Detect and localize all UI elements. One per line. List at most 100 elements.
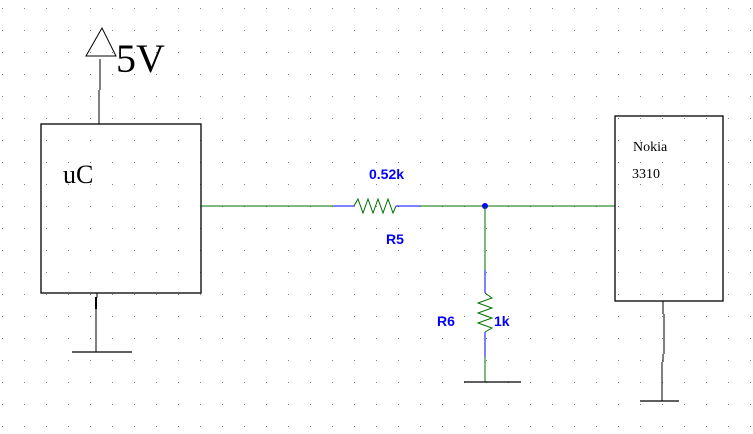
grid-dot [354, 140, 355, 141]
grid-dot [508, 272, 509, 273]
grid-dot [596, 140, 597, 141]
grid-dot [640, 8, 641, 9]
grid-dot [420, 382, 421, 383]
resistor-r5[interactable]: 0.52k R5 [353, 166, 404, 247]
grid-dot [508, 162, 509, 163]
grid-dot [310, 272, 311, 273]
grid-dot [508, 338, 509, 339]
grid-dot [266, 250, 267, 251]
grid-dot [640, 96, 641, 97]
grid-dot [552, 404, 553, 405]
grid-dot [112, 206, 113, 207]
grid-dot [464, 96, 465, 97]
power-symbol[interactable]: 5V [85, 26, 165, 124]
grid-dot [596, 74, 597, 75]
grid-dot [640, 250, 641, 251]
grid-dot [178, 118, 179, 119]
grid-dot [442, 294, 443, 295]
grid-dot [178, 382, 179, 383]
grid-dot [310, 338, 311, 339]
grid-dot [640, 206, 641, 207]
grid-dot [156, 184, 157, 185]
grid-dot [200, 96, 201, 97]
grid-dot [596, 184, 597, 185]
uc-ground[interactable] [72, 293, 132, 353]
grid-dot [222, 338, 223, 339]
grid-dot [222, 52, 223, 53]
grid-dot [486, 52, 487, 53]
grid-dot [178, 52, 179, 53]
grid-dot [244, 426, 245, 427]
grid-dot [310, 426, 311, 427]
grid-dot [222, 8, 223, 9]
grid-dot [332, 184, 333, 185]
grid-dot [684, 360, 685, 361]
grid-dot [244, 118, 245, 119]
grid-dot [244, 228, 245, 229]
grid-dot [46, 8, 47, 9]
grid-dot [618, 382, 619, 383]
grid-dot [288, 228, 289, 229]
grid-dot [640, 360, 641, 361]
grid-dot [112, 272, 113, 273]
grid-dot [618, 30, 619, 31]
grid-dot [244, 294, 245, 295]
grid-dot [90, 162, 91, 163]
grid-dot [178, 206, 179, 207]
grid-dot [156, 52, 157, 53]
grid-dot [266, 74, 267, 75]
grid-dot [68, 118, 69, 119]
grid-dot [288, 382, 289, 383]
grid-dot [618, 426, 619, 427]
grid-dot [574, 272, 575, 273]
grid-dot [156, 8, 157, 9]
grid-dot [68, 360, 69, 361]
grid-dot [310, 184, 311, 185]
grid-dot [112, 316, 113, 317]
grid-dot [706, 96, 707, 97]
grid-dot [728, 96, 729, 97]
grid-dot [24, 8, 25, 9]
phone-block[interactable]: Nokia 3310 [614, 115, 724, 302]
grid-dot [134, 250, 135, 251]
grid-dot [68, 404, 69, 405]
grid-dot [596, 382, 597, 383]
grid-dot [706, 360, 707, 361]
grid-dot [46, 382, 47, 383]
grid-dot [464, 118, 465, 119]
resistor-r6[interactable]: R6 1k [437, 292, 510, 333]
grid-dot [706, 118, 707, 119]
grid-dot [46, 294, 47, 295]
grid-dot [178, 74, 179, 75]
grid-dot [662, 96, 663, 97]
grid-dot [178, 96, 179, 97]
grid-dot [178, 30, 179, 31]
grid-dot [684, 404, 685, 405]
grid-dot [596, 162, 597, 163]
grid-dot [706, 52, 707, 53]
grid-dot [134, 338, 135, 339]
grid-dot [486, 404, 487, 405]
grid-dot [288, 250, 289, 251]
grid-dot [662, 294, 663, 295]
grid-dot [354, 404, 355, 405]
grid-dot [24, 338, 25, 339]
grid-dot [200, 382, 201, 383]
grid-dot [332, 162, 333, 163]
grid-dot [178, 250, 179, 251]
grid-dot [398, 338, 399, 339]
grid-dot [134, 8, 135, 9]
phone-ground[interactable] [640, 301, 679, 402]
grid-dot [68, 74, 69, 75]
grid-dot [244, 404, 245, 405]
r6-ref: R6 [437, 313, 455, 329]
grid-dot [376, 382, 377, 383]
grid-dot [376, 8, 377, 9]
grid-dot [552, 426, 553, 427]
grid-dot [442, 404, 443, 405]
grid-dot [178, 316, 179, 317]
power-arrow-icon [85, 26, 117, 57]
grid-dot [222, 294, 223, 295]
grid-dot [156, 74, 157, 75]
microcontroller-block[interactable]: uC [40, 123, 202, 294]
